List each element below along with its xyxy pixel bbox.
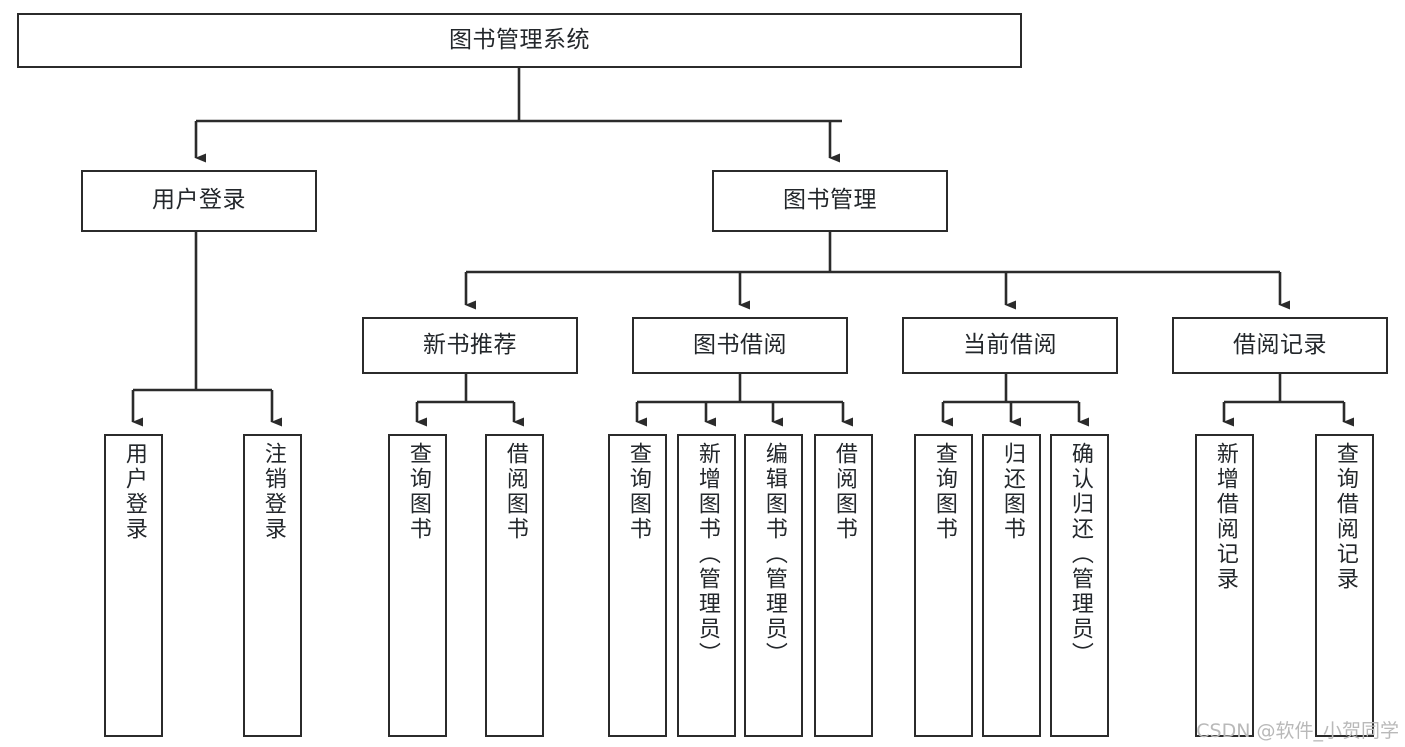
- node-root-label: 图书管理系统: [449, 26, 590, 53]
- node-leaf-borrow-book-2[interactable]: 借阅图书: [814, 434, 873, 737]
- node-leaf-add-book[interactable]: 新增图书（管理员）: [677, 434, 736, 737]
- node-leaf-logout[interactable]: 注销登录: [243, 434, 302, 737]
- node-new-book-rec[interactable]: 新书推荐: [362, 317, 578, 374]
- node-borrow-record[interactable]: 借阅记录: [1172, 317, 1388, 374]
- node-leaf-return-book[interactable]: 归还图书: [982, 434, 1041, 737]
- node-leaf-confirm-return-label: 确认归还（管理员）: [1067, 442, 1093, 667]
- node-leaf-query-book-3-label: 查询图书: [931, 442, 957, 542]
- node-user-login[interactable]: 用户登录: [81, 170, 317, 232]
- node-leaf-confirm-return[interactable]: 确认归还（管理员）: [1050, 434, 1109, 737]
- node-leaf-return-book-label: 归还图书: [999, 442, 1025, 542]
- node-root[interactable]: 图书管理系统: [17, 13, 1022, 68]
- node-leaf-add-record-label: 新增借阅记录: [1212, 442, 1238, 592]
- csdn-watermark: CSDN @软件_小贺同学: [1196, 720, 1399, 742]
- node-leaf-borrow-book-1-label: 借阅图书: [502, 442, 528, 542]
- node-leaf-borrow-book-1[interactable]: 借阅图书: [485, 434, 544, 737]
- node-leaf-logout-label: 注销登录: [260, 442, 286, 542]
- node-book-mgmt-label: 图书管理: [783, 187, 877, 214]
- node-leaf-borrow-book-2-label: 借阅图书: [831, 442, 857, 542]
- node-user-login-label: 用户登录: [152, 187, 246, 214]
- node-leaf-user-login-label: 用户登录: [121, 442, 147, 542]
- node-current-borrow-label: 当前借阅: [963, 331, 1057, 358]
- node-leaf-edit-book[interactable]: 编辑图书（管理员）: [744, 434, 803, 737]
- node-leaf-query-book-1[interactable]: 查询图书: [388, 434, 447, 737]
- node-leaf-query-record-label: 查询借阅记录: [1332, 442, 1358, 592]
- node-leaf-edit-book-label: 编辑图书（管理员）: [761, 442, 787, 667]
- node-book-borrow-label: 图书借阅: [693, 331, 787, 358]
- node-leaf-query-book-1-label: 查询图书: [405, 442, 431, 542]
- node-current-borrow[interactable]: 当前借阅: [902, 317, 1118, 374]
- node-new-book-rec-label: 新书推荐: [423, 331, 517, 358]
- node-leaf-add-book-label: 新增图书（管理员）: [694, 442, 720, 667]
- node-leaf-query-record[interactable]: 查询借阅记录: [1315, 434, 1374, 737]
- node-leaf-query-book-2-label: 查询图书: [625, 442, 651, 542]
- node-leaf-user-login[interactable]: 用户登录: [104, 434, 163, 737]
- node-leaf-add-record[interactable]: 新增借阅记录: [1195, 434, 1254, 737]
- node-leaf-query-book-3[interactable]: 查询图书: [914, 434, 973, 737]
- node-borrow-record-label: 借阅记录: [1233, 331, 1327, 358]
- node-book-mgmt[interactable]: 图书管理: [712, 170, 948, 232]
- node-book-borrow[interactable]: 图书借阅: [632, 317, 848, 374]
- node-leaf-query-book-2[interactable]: 查询图书: [608, 434, 667, 737]
